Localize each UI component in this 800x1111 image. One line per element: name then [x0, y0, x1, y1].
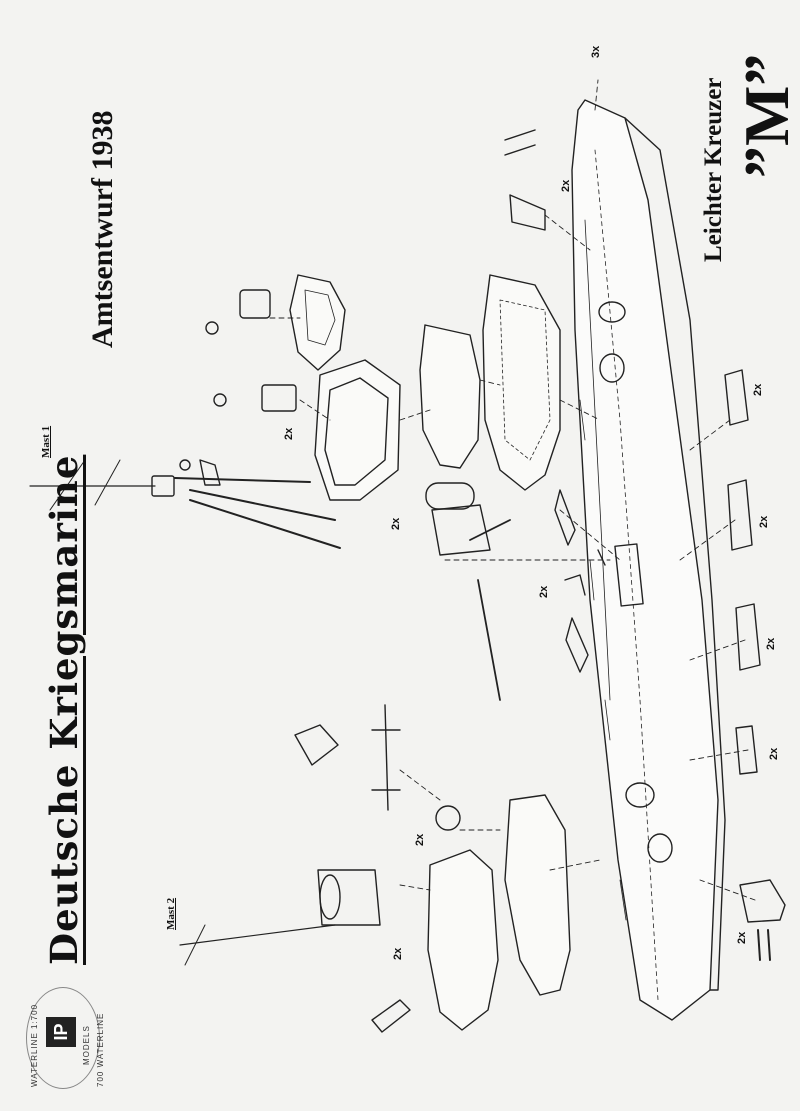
- boats: [724, 369, 761, 775]
- forward-superstructure: [289, 274, 561, 501]
- ship-name: ”M”: [730, 54, 800, 178]
- qty-rear-turret: 2x: [736, 931, 748, 944]
- logo-mark: IP: [46, 1017, 76, 1047]
- mast-1-label: Mast 1: [40, 425, 52, 458]
- main-title: Deutsche Kriegsmarine: [42, 454, 86, 965]
- qty-aft-deck: 2x: [414, 833, 426, 846]
- logo-brand: MODELS: [82, 1025, 91, 1065]
- qty-turret-front: 2x: [560, 179, 572, 192]
- qty-boat-4: 2x: [768, 747, 780, 760]
- logo-ring-text-2: 700 WATERLINE: [96, 1012, 105, 1087]
- ship-name-text: ”M”: [731, 53, 800, 178]
- subtitle: Amtsentwurf 1938: [86, 110, 119, 348]
- qty-midship: 2x: [538, 585, 550, 598]
- aft-superstructure: [179, 704, 786, 1033]
- class-label: Leichter Kreuzer: [700, 77, 727, 262]
- mast-1: [29, 459, 341, 549]
- ip-models-logo: IP MODELS WATERLINE 1:700 700 WATERLINE: [22, 975, 105, 1100]
- forward-small-parts: [205, 129, 606, 701]
- hull: [571, 99, 726, 1021]
- qty-boat-3: 2x: [765, 637, 777, 650]
- qty-boat-1: 2x: [752, 383, 764, 396]
- logo-ring: [26, 987, 100, 1089]
- mast-2-label: Mast 2: [165, 897, 177, 930]
- qty-boat-2: 2x: [758, 515, 770, 528]
- qty-mast-2: 2x: [392, 947, 404, 960]
- logo-ring-text-1: WATERLINE 1:700: [30, 1003, 39, 1087]
- qty-bow: 3x: [590, 45, 602, 58]
- qty-crane: 2x: [390, 517, 402, 530]
- qty-bridge: 2x: [283, 427, 295, 440]
- assembly-guides: [269, 79, 756, 901]
